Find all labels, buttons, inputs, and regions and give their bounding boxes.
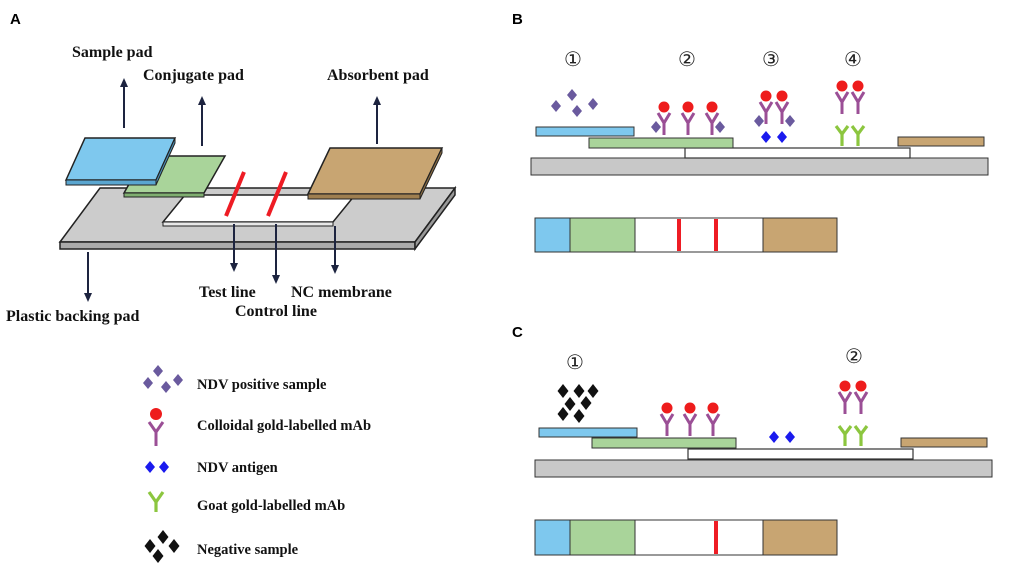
colloidal-gold-mab-icon xyxy=(147,408,165,446)
legend: NDV positive sample Colloidal gold-label… xyxy=(143,365,371,563)
step-b-2: ② xyxy=(678,47,696,71)
test-line-label: Test line xyxy=(199,284,256,301)
absorbent-pad-shape xyxy=(306,147,444,200)
conjugate-pad-label: Conjugate pad xyxy=(143,67,244,84)
c-gold-antibodies xyxy=(659,401,721,438)
strip-c-result xyxy=(534,519,838,556)
sample-pad-shape xyxy=(64,137,177,186)
b-control-capture xyxy=(834,79,866,148)
c-control-capture xyxy=(837,379,869,448)
negative-sample-text: Negative sample xyxy=(197,542,299,558)
step-b-1: ① xyxy=(564,47,582,71)
ndv-positive-sample-icon xyxy=(143,365,183,393)
step-c-2: ② xyxy=(845,344,863,368)
colloidal-gold-mab-text: Colloidal gold-labelled mAb xyxy=(197,418,371,434)
step-b-4: ④ xyxy=(844,47,862,71)
panel-b-letter: B xyxy=(512,11,523,28)
strip-b-result xyxy=(534,217,838,253)
c-negative-sample xyxy=(557,384,599,423)
b-antigen-complex xyxy=(754,89,795,143)
panel-c-letter: C xyxy=(512,324,523,341)
control-line-mark xyxy=(266,171,288,217)
goat-gold-mab-text: Goat gold-labelled mAb xyxy=(197,498,345,514)
step-b-3: ③ xyxy=(762,47,780,71)
sample-pad-label: Sample pad xyxy=(72,44,153,61)
strip-b-side-view xyxy=(530,126,989,176)
b-positive-sample xyxy=(551,89,598,117)
strip-c-side-view xyxy=(534,427,993,478)
nc-membrane-shape xyxy=(161,171,357,227)
ndv-antigen-icon xyxy=(145,461,169,473)
goat-gold-mab-icon xyxy=(147,491,165,512)
control-line-label: Control line xyxy=(235,303,317,320)
nc-membrane-label: NC membrane xyxy=(291,284,392,301)
b-gold-antibodies xyxy=(651,100,725,137)
absorbent-pad-label: Absorbent pad xyxy=(327,67,429,84)
panel-a-letter: A xyxy=(10,11,21,28)
negative-sample-icon xyxy=(144,530,180,563)
plastic-backing-pad-label: Plastic backing pad xyxy=(6,308,139,325)
ndv-positive-sample-text: NDV positive sample xyxy=(197,377,327,393)
step-c-1: ① xyxy=(566,350,584,374)
c-test-antigen xyxy=(769,431,795,443)
test-line-mark xyxy=(224,171,246,217)
ndv-antigen-text: NDV antigen xyxy=(197,460,278,476)
